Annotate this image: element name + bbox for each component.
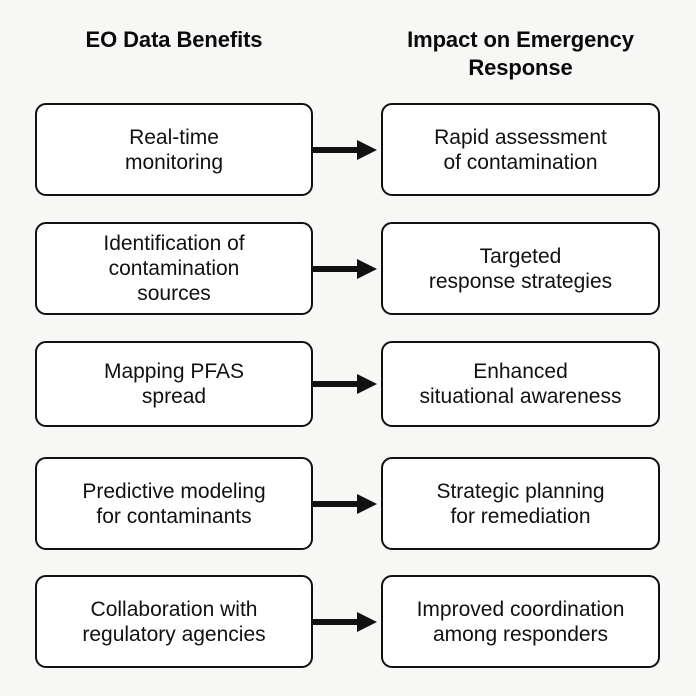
benefit-node[interactable]: Real-time monitoring — [35, 103, 313, 196]
impact-node[interactable]: Targeted response strategies — [381, 222, 660, 315]
column-header-eo-data-benefits: EO Data Benefits — [85, 27, 263, 52]
impact-node[interactable]: Enhanced situational awareness — [381, 341, 660, 427]
flow-row: Collaboration with regulatory agencies I… — [0, 575, 696, 668]
flow-row: Mapping PFAS spread Enhanced situational… — [0, 341, 696, 427]
impact-node[interactable]: Improved coordination among responders — [381, 575, 660, 668]
arrow-right-icon — [313, 575, 381, 668]
benefit-node-label: Collaboration with regulatory agencies — [82, 597, 266, 646]
column-header-impact-on-emergency-response: Impact on Emergency Response — [407, 27, 634, 80]
benefit-node[interactable]: Collaboration with regulatory agencies — [35, 575, 313, 668]
benefit-node[interactable]: Predictive modeling for contaminants — [35, 457, 313, 550]
flow-row: Predictive modeling for contaminants Str… — [0, 457, 696, 550]
column-headers: EO Data Benefits Impact on Emergency Res… — [0, 0, 696, 92]
impact-node-label: Rapid assessment of contamination — [434, 125, 607, 174]
flow-row: Identification of contamination sources … — [0, 222, 696, 315]
impact-node-label: Improved coordination among responders — [416, 597, 625, 646]
impact-node-label: Strategic planning for remediation — [436, 479, 605, 528]
benefit-node-label: Mapping PFAS spread — [103, 360, 245, 408]
impact-node-label: Enhanced situational awareness — [419, 360, 622, 408]
flow-row: Real-time monitoring Rapid assessment of… — [0, 103, 696, 196]
impact-node-label: Targeted response strategies — [428, 244, 613, 293]
arrow-right-icon — [313, 341, 381, 427]
benefit-node-label: Real-time monitoring — [124, 125, 224, 174]
arrow-right-icon — [313, 457, 381, 550]
impact-node[interactable]: Rapid assessment of contamination — [381, 103, 660, 196]
arrow-right-icon — [313, 222, 381, 315]
arrow-right-icon — [313, 103, 381, 196]
benefit-node-label: Identification of contamination sources — [103, 232, 245, 305]
benefit-node[interactable]: Identification of contamination sources — [35, 222, 313, 315]
benefit-node[interactable]: Mapping PFAS spread — [35, 341, 313, 427]
impact-node[interactable]: Strategic planning for remediation — [381, 457, 660, 550]
benefit-node-label: Predictive modeling for contaminants — [82, 479, 266, 528]
